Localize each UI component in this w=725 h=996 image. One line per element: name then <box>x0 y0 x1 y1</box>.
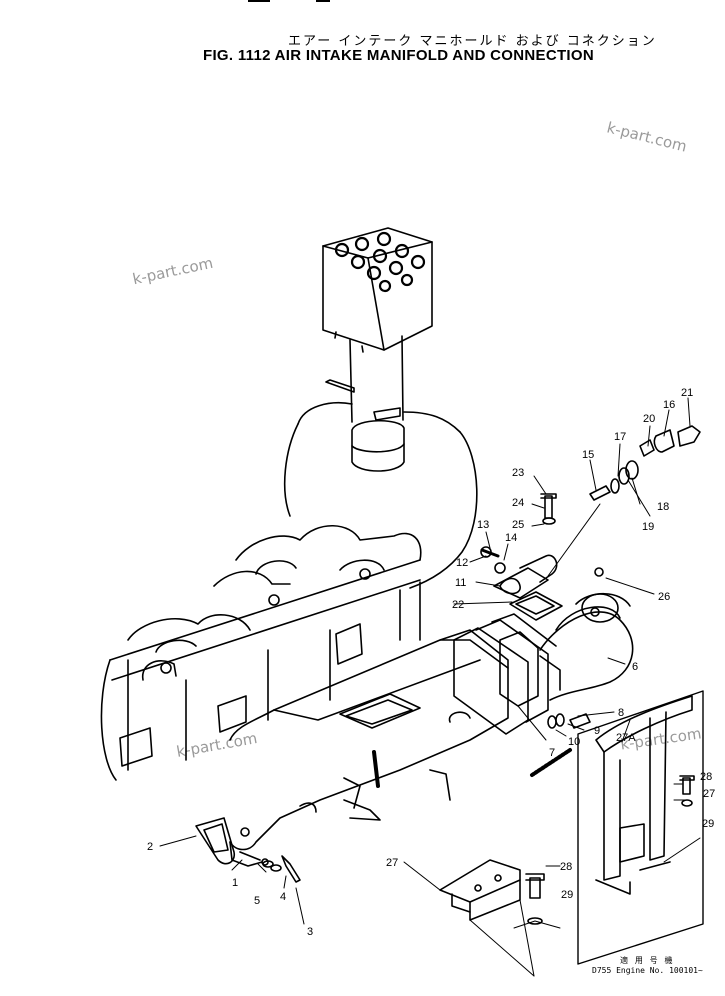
label-6: 6 <box>632 661 638 673</box>
label-8: 8 <box>618 707 624 719</box>
label-27: 27 <box>386 857 398 869</box>
label-10: 10 <box>568 736 580 748</box>
leader-lines <box>159 397 701 977</box>
part-labels: 1 2 3 4 5 6 7 8 9 10 11 12 13 14 15 16 1… <box>147 387 715 938</box>
label-24: 24 <box>512 497 524 509</box>
label-19: 19 <box>642 521 654 533</box>
support-bracket <box>439 859 521 921</box>
label-15: 15 <box>582 449 594 461</box>
label-16: 16 <box>663 399 675 411</box>
label-1: 1 <box>232 877 238 889</box>
label-2: 2 <box>147 841 153 853</box>
label-17: 17 <box>614 431 626 443</box>
label-22: 22 <box>452 599 464 611</box>
label-14: 14 <box>505 532 517 544</box>
label-11: 11 <box>455 577 466 589</box>
intake-manifold <box>229 629 509 867</box>
label-27a: 27A <box>616 732 636 744</box>
label-5: 5 <box>254 895 260 907</box>
label-7: 7 <box>549 747 555 759</box>
flange-assembly <box>480 546 563 621</box>
air-cleaner <box>322 227 433 472</box>
label-26: 26 <box>658 591 670 603</box>
gasket <box>195 817 236 865</box>
inset-engine-serial: D755 Engine No. 100101~ <box>592 966 703 975</box>
label-4: 4 <box>280 891 286 903</box>
scan-mark <box>316 0 330 2</box>
fasteners <box>262 425 701 925</box>
label-13: 13 <box>477 519 489 531</box>
label-20: 20 <box>643 413 655 425</box>
connection-gaskets <box>453 567 634 735</box>
label-27: 27 <box>703 788 715 800</box>
figure-title: FIG. 1112 AIR INTAKE MANIFOLD AND CONNEC… <box>203 47 595 64</box>
label-18: 18 <box>657 501 669 513</box>
label-23: 23 <box>512 467 524 479</box>
label-29: 29 <box>702 818 714 830</box>
engine-block <box>100 402 478 781</box>
label-12: 12 <box>456 557 468 569</box>
label-21: 21 <box>681 387 693 399</box>
figure-title-japanese: エアー インテーク マニホールド および コネクション <box>288 34 657 49</box>
label-28: 28 <box>700 771 712 783</box>
label-29: 29 <box>561 889 573 901</box>
scan-mark <box>248 0 270 2</box>
label-9: 9 <box>594 725 600 737</box>
label-25: 25 <box>512 519 524 531</box>
inset-applicability-note: 適 用 号 機 <box>620 956 674 965</box>
label-28: 28 <box>560 861 572 873</box>
label-3: 3 <box>307 926 313 938</box>
